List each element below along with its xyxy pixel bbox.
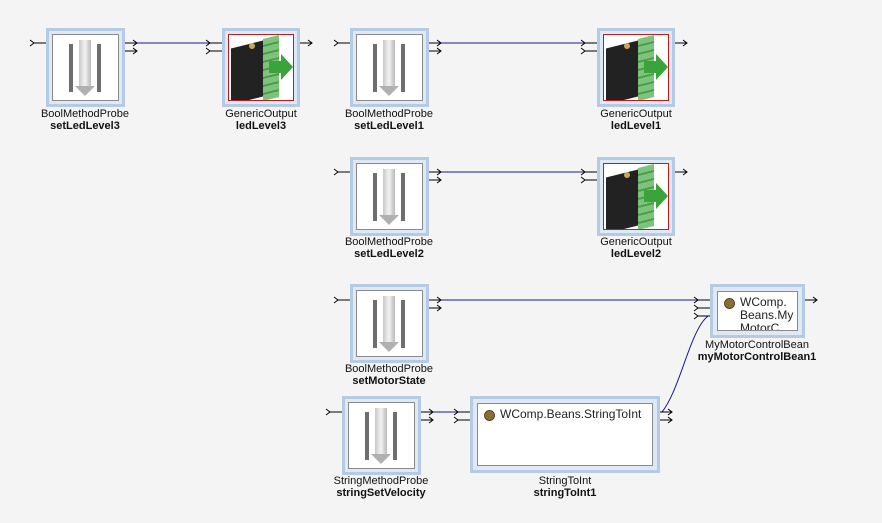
probe-icon: [356, 34, 423, 101]
output-port[interactable]: [125, 47, 138, 55]
component-name: setLedLevel1: [354, 120, 424, 132]
component-name: ledLevel1: [610, 120, 662, 132]
component-type: StringMethodProbe: [333, 475, 429, 487]
component-type: GenericOutput: [600, 108, 672, 120]
component-type: BoolMethodProbe: [344, 236, 434, 248]
bean-content: WComp. Beans.My MotorC: [740, 295, 794, 331]
component-name: stringSetVelocity: [336, 487, 426, 499]
output-port[interactable]: [300, 39, 313, 47]
component-type: GenericOutput: [600, 236, 672, 248]
output-port[interactable]: [421, 408, 434, 416]
output-port[interactable]: [660, 416, 673, 424]
bean-icon: [484, 410, 495, 421]
component-name: ledLevel2: [610, 248, 662, 260]
output-port[interactable]: [660, 408, 673, 416]
output-port[interactable]: [429, 176, 442, 184]
component-name: setLedLevel3: [50, 120, 120, 132]
component-type: BoolMethodProbe: [344, 108, 434, 120]
generic-output-icon: [603, 34, 669, 101]
component-name: setMotorState: [352, 375, 426, 387]
output-port[interactable]: [429, 47, 442, 55]
probe-icon: [52, 34, 119, 101]
component-name: myMotorControlBean1: [697, 351, 817, 363]
probe-icon: [356, 163, 423, 230]
component-type: MyMotorControlBean: [705, 339, 809, 351]
component-name: setLedLevel2: [354, 248, 424, 260]
generic-output-icon: [228, 34, 294, 101]
component-name: stringToInt1: [533, 487, 597, 499]
wire: [661, 315, 709, 413]
probe-icon: [356, 290, 423, 357]
output-port[interactable]: [429, 296, 442, 304]
component-type: BoolMethodProbe: [344, 363, 434, 375]
output-port[interactable]: [421, 416, 434, 424]
component-type: GenericOutput: [225, 108, 297, 120]
output-port[interactable]: [429, 304, 442, 312]
bean-icon: [724, 298, 735, 309]
output-port[interactable]: [125, 39, 138, 47]
probe-icon: [348, 402, 415, 469]
component-type: StringToInt: [538, 475, 592, 487]
output-port[interactable]: [429, 168, 442, 176]
component-type: BoolMethodProbe: [40, 108, 130, 120]
output-port[interactable]: [805, 296, 818, 304]
bean-content: WComp.Beans.StringToInt: [500, 407, 642, 421]
output-port[interactable]: [429, 39, 442, 47]
output-port[interactable]: [675, 168, 688, 176]
generic-output-icon: [603, 163, 669, 230]
component-name: ledLevel3: [235, 120, 287, 132]
output-port[interactable]: [675, 39, 688, 47]
